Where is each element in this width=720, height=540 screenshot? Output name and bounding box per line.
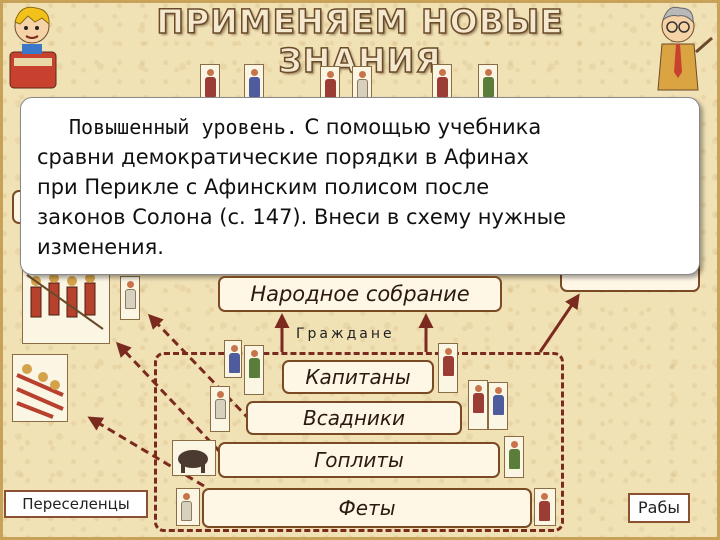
- settlers-box: Переселенцы: [4, 490, 148, 518]
- class-label: Капитаны: [305, 365, 410, 389]
- class-label: Феты: [339, 496, 396, 520]
- slaves-label: Рабы: [638, 498, 680, 517]
- class-box-hoplites: Гоплиты: [218, 442, 500, 478]
- greek-figure-icon: [244, 345, 264, 395]
- greek-figure-icon: [468, 380, 488, 430]
- bull-image: [172, 440, 216, 476]
- class-label: Гоплиты: [314, 448, 404, 472]
- greek-figure-icon: [176, 488, 200, 526]
- class-box-horsemen: Всадники: [246, 401, 462, 435]
- slaves-box: Рабы: [628, 493, 690, 523]
- greek-figure-icon: [438, 343, 458, 393]
- greek-figure-icon: [534, 488, 556, 526]
- greek-figure-icon: [504, 436, 524, 478]
- class-box-captains: Капитаны: [282, 360, 434, 394]
- class-box-thetes: Феты: [202, 488, 532, 528]
- class-label: Всадники: [303, 406, 405, 430]
- greek-figure-icon: [488, 382, 508, 430]
- greek-figure-icon: [224, 340, 242, 378]
- settlers-label: Переселенцы: [22, 495, 129, 513]
- greek-figure-icon: [210, 386, 230, 432]
